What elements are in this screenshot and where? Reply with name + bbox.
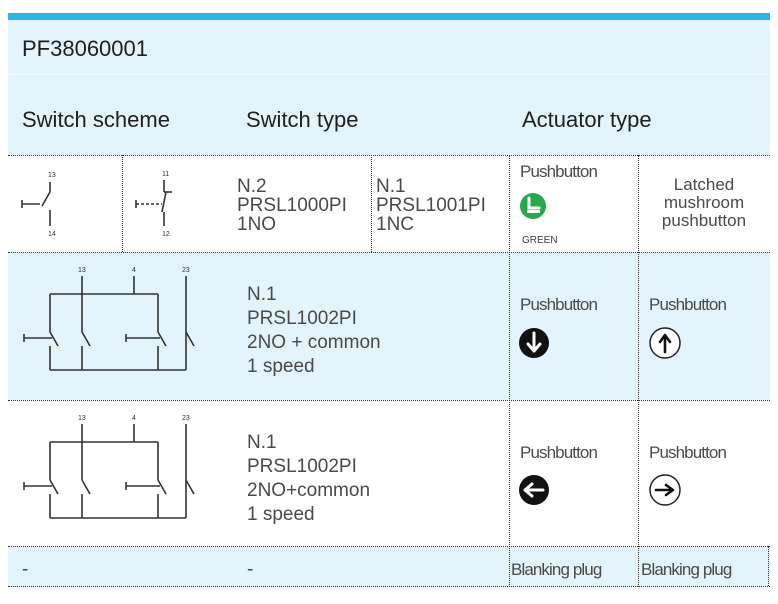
two-contact-common-symbol: 13 4 23 [23, 267, 195, 371]
divider [638, 155, 639, 587]
row-2-band [8, 252, 770, 400]
actuator-label: Pushbutton [649, 295, 727, 314]
contact-no-symbol: 13 14 [21, 172, 56, 238]
svg-text:13: 13 [78, 415, 86, 422]
color-label: GREEN [522, 235, 558, 246]
svg-text:11: 11 [162, 171, 169, 178]
actuator-label: Pushbutton [520, 162, 598, 181]
svg-text:4: 4 [132, 415, 136, 422]
svg-text:13: 13 [48, 172, 56, 179]
divider [371, 155, 372, 252]
arrow-right-icon [649, 474, 681, 506]
actuator-label: Blanking plug [511, 560, 602, 579]
switch-type: N.1 PRSL1002PI 2NO + common 1 speed [247, 284, 381, 377]
divider [8, 586, 770, 587]
actuator-label: Pushbutton [520, 443, 598, 462]
type-empty: - [247, 559, 254, 580]
divider [8, 546, 770, 547]
actuator-label: Latched mushroom pushbutton [661, 175, 747, 230]
switch-type-a: N.2 PRSL1000PI 1NO [237, 176, 347, 235]
divider [768, 546, 769, 586]
product-code: PF38060001 [22, 36, 148, 61]
column-header-type: Switch type [246, 107, 359, 132]
svg-text:23: 23 [182, 415, 190, 422]
divider [122, 155, 123, 252]
top-accent-bar [8, 13, 770, 20]
arrow-up-icon [649, 327, 681, 359]
svg-text:4: 4 [132, 267, 136, 274]
svg-text:13: 13 [78, 267, 86, 274]
svg-text:14: 14 [48, 231, 56, 238]
header-band [8, 20, 770, 155]
arrow-left-icon [519, 475, 549, 505]
actuator-label: Pushbutton [520, 295, 598, 314]
two-contact-common-symbol: 13 4 23 [23, 415, 195, 519]
column-header-actuator: Actuator type [522, 107, 652, 132]
svg-text:23: 23 [182, 267, 190, 274]
green-pushbutton-icon [520, 193, 546, 219]
divider [8, 252, 770, 253]
switch-type-b: N.1 PRSL1001PI 1NC [376, 176, 486, 235]
actuator-label: Blanking plug [641, 560, 732, 579]
actuator-label: Pushbutton [649, 443, 727, 462]
row-4-band [8, 547, 770, 587]
divider [8, 400, 770, 401]
contact-nc-symbol: 11 12 [135, 171, 172, 238]
scheme-empty: - [22, 559, 29, 580]
divider [509, 155, 510, 587]
divider [8, 155, 770, 156]
arrow-down-icon [519, 328, 549, 358]
column-header-scheme: Switch scheme [22, 107, 170, 132]
switch-type: N.1 PRSL1002PI 2NO+common 1 speed [247, 432, 371, 525]
svg-text:12: 12 [162, 231, 170, 238]
